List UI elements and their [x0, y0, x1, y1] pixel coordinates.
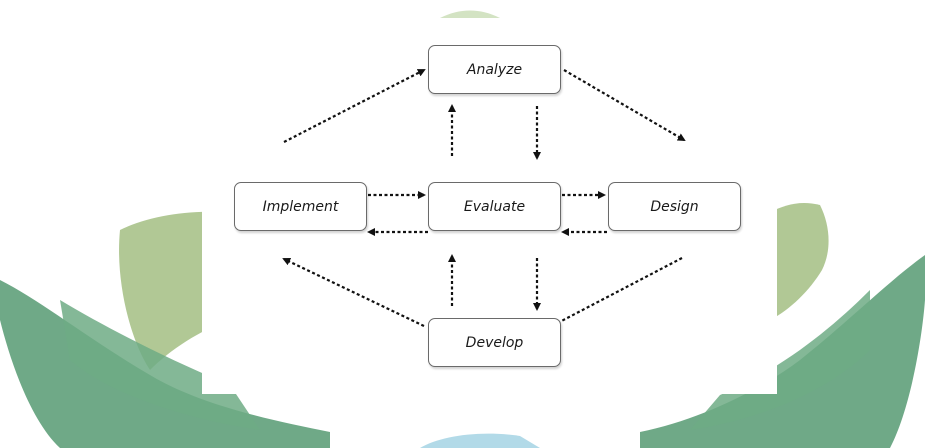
node-analyze-label: Analyze [466, 61, 523, 78]
arrow-design-to-develop [548, 257, 683, 328]
node-analyze: Analyze [428, 45, 561, 94]
node-develop-label: Develop [465, 334, 524, 351]
arrow-develop-to-implement [282, 257, 425, 327]
node-design-label: Design [650, 198, 699, 215]
node-implement: Implement [234, 182, 367, 231]
node-implement-label: Implement [262, 198, 339, 215]
node-evaluate: Evaluate [428, 182, 561, 231]
arrow-implement-to-analyze [283, 69, 426, 143]
node-evaluate-label: Evaluate [463, 198, 526, 215]
node-develop: Develop [428, 318, 561, 367]
arrow-analyze-to-design [563, 69, 686, 142]
node-design: Design [608, 182, 741, 231]
